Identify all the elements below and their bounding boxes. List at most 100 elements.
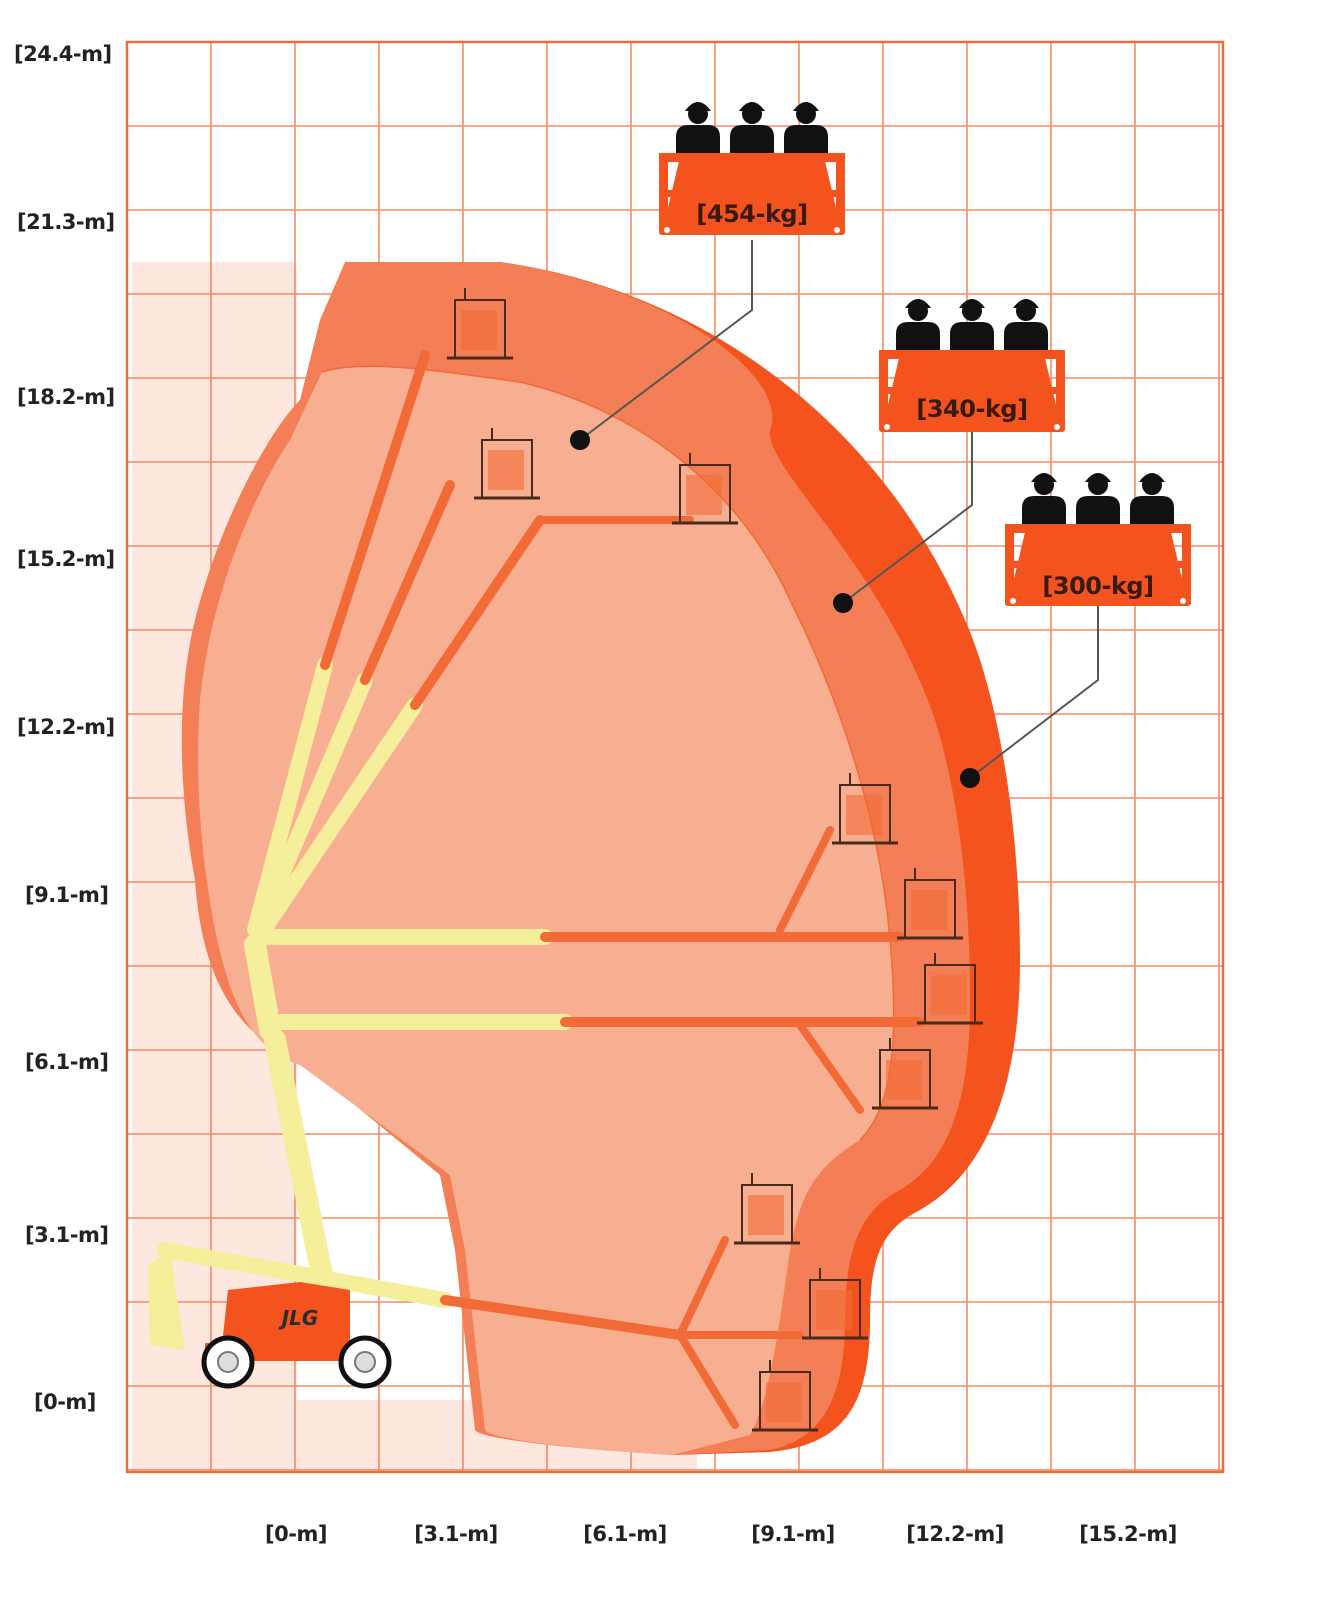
platform-bolt [834, 227, 840, 233]
platform-floor [1005, 596, 1191, 606]
capacity-label-300kg: [300-kg] [1042, 572, 1154, 600]
platform-body [663, 157, 841, 229]
basket-panel [911, 890, 947, 930]
platform-body [883, 354, 1061, 426]
boom-up2-upper [360, 480, 455, 685]
worker-icon [1022, 473, 1066, 528]
worker-body-icon [950, 322, 994, 354]
worker-body-icon [1130, 496, 1174, 528]
platform-bolt [1054, 424, 1060, 430]
dot-340kg [833, 593, 853, 613]
jib-low-down [676, 1331, 739, 1429]
platform-bolt [884, 424, 890, 430]
boom-up3-upper [410, 515, 545, 710]
platform-basket [752, 1360, 818, 1432]
platform-baskets [447, 288, 983, 1432]
y-label: [21.3-m] [17, 210, 115, 234]
basket-panel [766, 1382, 802, 1422]
y-label: [24.4-m] [14, 42, 112, 66]
worker-icon [896, 299, 940, 354]
x-label: [15.2-m] [1079, 1522, 1177, 1546]
worker-body-icon [1004, 322, 1048, 354]
machine-base: JLG [201, 1282, 392, 1389]
y-label: [0-m] [34, 1390, 96, 1414]
callout-leaders [579, 240, 1099, 779]
y-label: [6.1-m] [25, 1050, 109, 1074]
platform-basket [447, 288, 513, 360]
y-label: [9.1-m] [25, 883, 109, 907]
basket-panel [748, 1195, 784, 1235]
worker-body-icon [896, 322, 940, 354]
worker-icon [784, 102, 828, 157]
worker-icon [1004, 299, 1048, 354]
capacity-platform-icon [1005, 473, 1191, 606]
platform-floor [659, 225, 845, 235]
y-label: [3.1-m] [25, 1223, 109, 1247]
basket-panel [886, 1060, 922, 1100]
capacity-platform-icon [659, 102, 845, 235]
platform-basket [897, 868, 963, 940]
basket-panel [816, 1290, 852, 1330]
worker-icon [1130, 473, 1174, 528]
jib-h1 [776, 826, 834, 934]
basket-panel [461, 310, 497, 350]
y-label: [15.2-m] [17, 547, 115, 571]
worker-head-icon [1088, 475, 1108, 495]
jib-low-up [676, 1236, 729, 1339]
y-label: [18.2-m] [17, 385, 115, 409]
machine-chassis [222, 1282, 350, 1345]
dot-300kg [960, 768, 980, 788]
x-label: [12.2-m] [906, 1522, 1004, 1546]
worker-head-icon [962, 301, 982, 321]
worker-head-icon [1034, 475, 1054, 495]
worker-body-icon [784, 125, 828, 157]
worker-body-icon [1022, 496, 1066, 528]
capacity-label-340kg: [340-kg] [916, 395, 1028, 423]
platform-basket [672, 453, 738, 525]
basket-panel [931, 975, 967, 1015]
boom-up-lower [247, 657, 333, 938]
worker-head-icon [796, 104, 816, 124]
worker-icon [950, 299, 994, 354]
basket-panel [488, 450, 524, 490]
worker-icon [1076, 473, 1120, 528]
riser-upper [244, 934, 281, 1041]
platform-basket [734, 1173, 800, 1245]
boom-low-upper [440, 1295, 685, 1340]
worker-icon [676, 102, 720, 157]
capacity-label-454kg: [454-kg] [696, 200, 808, 228]
y-label: [12.2-m] [17, 715, 115, 739]
platform-basket [802, 1268, 868, 1340]
boom-up-upper [320, 350, 430, 670]
platform-body [1009, 528, 1187, 600]
worker-icon [730, 102, 774, 157]
counterweight-arm [148, 1250, 185, 1350]
boom-up2-lower [250, 672, 373, 938]
worker-body-icon [1076, 496, 1120, 528]
platform-bolt [664, 227, 670, 233]
platform-basket [832, 773, 898, 845]
brand-logo: JLG [278, 1306, 319, 1330]
capacity-icons [659, 102, 1191, 606]
worker-head-icon [1142, 475, 1162, 495]
platform-floor [879, 422, 1065, 432]
x-label: [9.1-m] [751, 1522, 835, 1546]
dot-454kg [570, 430, 590, 450]
worker-head-icon [1016, 301, 1036, 321]
riser-lower [264, 1029, 336, 1301]
worker-body-icon [730, 125, 774, 157]
platform-bolt [1010, 598, 1016, 604]
leader-300kg [969, 606, 1099, 779]
x-label: [6.1-m] [583, 1522, 667, 1546]
envelope-454kg [198, 366, 894, 1455]
worker-head-icon [742, 104, 762, 124]
worker-head-icon [908, 301, 928, 321]
envelope-454kg-outline [321, 365, 895, 1141]
platform-basket [917, 953, 983, 1025]
front-wheel-hub [217, 1351, 239, 1373]
boom-low-lower [157, 1242, 453, 1308]
platform-basket [872, 1038, 938, 1110]
basket-panel [846, 795, 882, 835]
boom-up3-lower [254, 697, 423, 940]
